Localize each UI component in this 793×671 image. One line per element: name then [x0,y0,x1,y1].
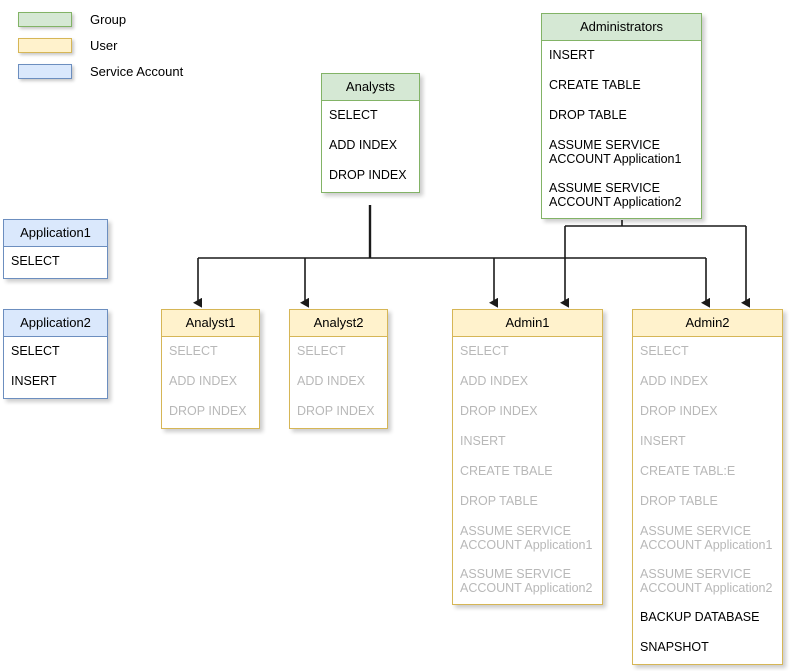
permission-item: ADD INDEX [169,374,238,388]
node-application1-permissions: SELECT [4,247,107,278]
node-application2[interactable]: Application2 SELECT INSERT [3,309,108,399]
legend-item-group: Group [18,8,238,30]
permission-item: ASSUME SERVICE ACCOUNT Application1 [549,138,682,166]
permission-item: ADD INDEX [329,138,398,152]
legend: Group User Service Account [18,8,238,86]
permission-item: ADD INDEX [297,374,366,388]
permission-item: SELECT [11,254,60,268]
legend-item-service-account: Service Account [18,60,238,82]
node-analyst2-permissions: SELECT ADD INDEX DROP INDEX [290,337,387,428]
node-analyst1-title: Analyst1 [162,310,259,337]
node-administrators[interactable]: Administrators INSERT CREATE TABLE DROP … [541,13,702,219]
node-application2-permissions: SELECT INSERT [4,337,107,398]
permission-item: ASSUME SERVICE ACCOUNT Application2 [460,567,593,595]
permission-item: CREATE TABL:E [640,464,736,478]
permission-item: DROP INDEX [169,404,247,418]
permission-item: SELECT [460,344,509,358]
blue-swatch-icon [18,63,72,79]
permission-item: SNAPSHOT [640,640,709,654]
legend-label-service-account: Service Account [90,63,184,79]
permission-item: INSERT [460,434,506,448]
green-swatch-icon [18,11,72,27]
permission-item: ASSUME SERVICE ACCOUNT Application2 [549,181,682,209]
permission-item: SELECT [297,344,346,358]
permission-item: DROP TABLE [549,108,627,122]
node-analyst1[interactable]: Analyst1 SELECT ADD INDEX DROP INDEX [161,309,260,429]
node-analyst1-permissions: SELECT ADD INDEX DROP INDEX [162,337,259,428]
permission-item: SELECT [169,344,218,358]
permission-item: BACKUP DATABASE [640,610,760,624]
permission-item: DROP INDEX [329,168,407,182]
node-analysts-title: Analysts [322,74,419,101]
permission-item: SELECT [329,108,378,122]
node-application2-title: Application2 [4,310,107,337]
permission-item: INSERT [640,434,686,448]
node-admin2[interactable]: Admin2 SELECT ADD INDEX DROP INDEX INSER… [632,309,783,665]
permission-item: DROP INDEX [297,404,375,418]
node-admin2-title: Admin2 [633,310,782,337]
node-analyst2-title: Analyst2 [290,310,387,337]
node-analysts-permissions: SELECT ADD INDEX DROP INDEX [322,101,419,192]
legend-label-user: User [90,37,118,53]
permission-item: ADD INDEX [460,374,529,388]
legend-item-user: User [18,34,238,56]
node-analyst2[interactable]: Analyst2 SELECT ADD INDEX DROP INDEX [289,309,388,429]
node-application1[interactable]: Application1 SELECT [3,219,108,279]
permission-item: DROP TABLE [460,494,538,508]
permission-item: SELECT [640,344,689,358]
node-administrators-title: Administrators [542,14,701,41]
permission-item: DROP INDEX [460,404,538,418]
node-admin1-title: Admin1 [453,310,602,337]
node-analysts[interactable]: Analysts SELECT ADD INDEX DROP INDEX [321,73,420,193]
node-admin1[interactable]: Admin1 SELECT ADD INDEX DROP INDEX INSER… [452,309,603,605]
legend-label-group: Group [90,11,127,27]
permission-item: DROP TABLE [640,494,718,508]
node-admin1-permissions: SELECT ADD INDEX DROP INDEX INSERT CREAT… [453,337,602,604]
yellow-swatch-icon [18,37,72,53]
permission-item: SELECT [11,344,60,358]
permission-item: CREATE TBALE [460,464,553,478]
permission-item: ASSUME SERVICE ACCOUNT Application1 [460,524,593,552]
node-admin2-permissions: SELECT ADD INDEX DROP INDEX INSERT CREAT… [633,337,782,664]
permission-item: DROP INDEX [640,404,718,418]
permission-item: ASSUME SERVICE ACCOUNT Application2 [640,567,773,595]
node-administrators-permissions: INSERT CREATE TABLE DROP TABLE ASSUME SE… [542,41,701,218]
node-application1-title: Application1 [4,220,107,247]
permission-item: ASSUME SERVICE ACCOUNT Application1 [640,524,773,552]
permission-item: CREATE TABLE [549,78,641,92]
permission-item: INSERT [11,374,57,388]
permission-item: INSERT [549,48,595,62]
permission-item: ADD INDEX [640,374,709,388]
